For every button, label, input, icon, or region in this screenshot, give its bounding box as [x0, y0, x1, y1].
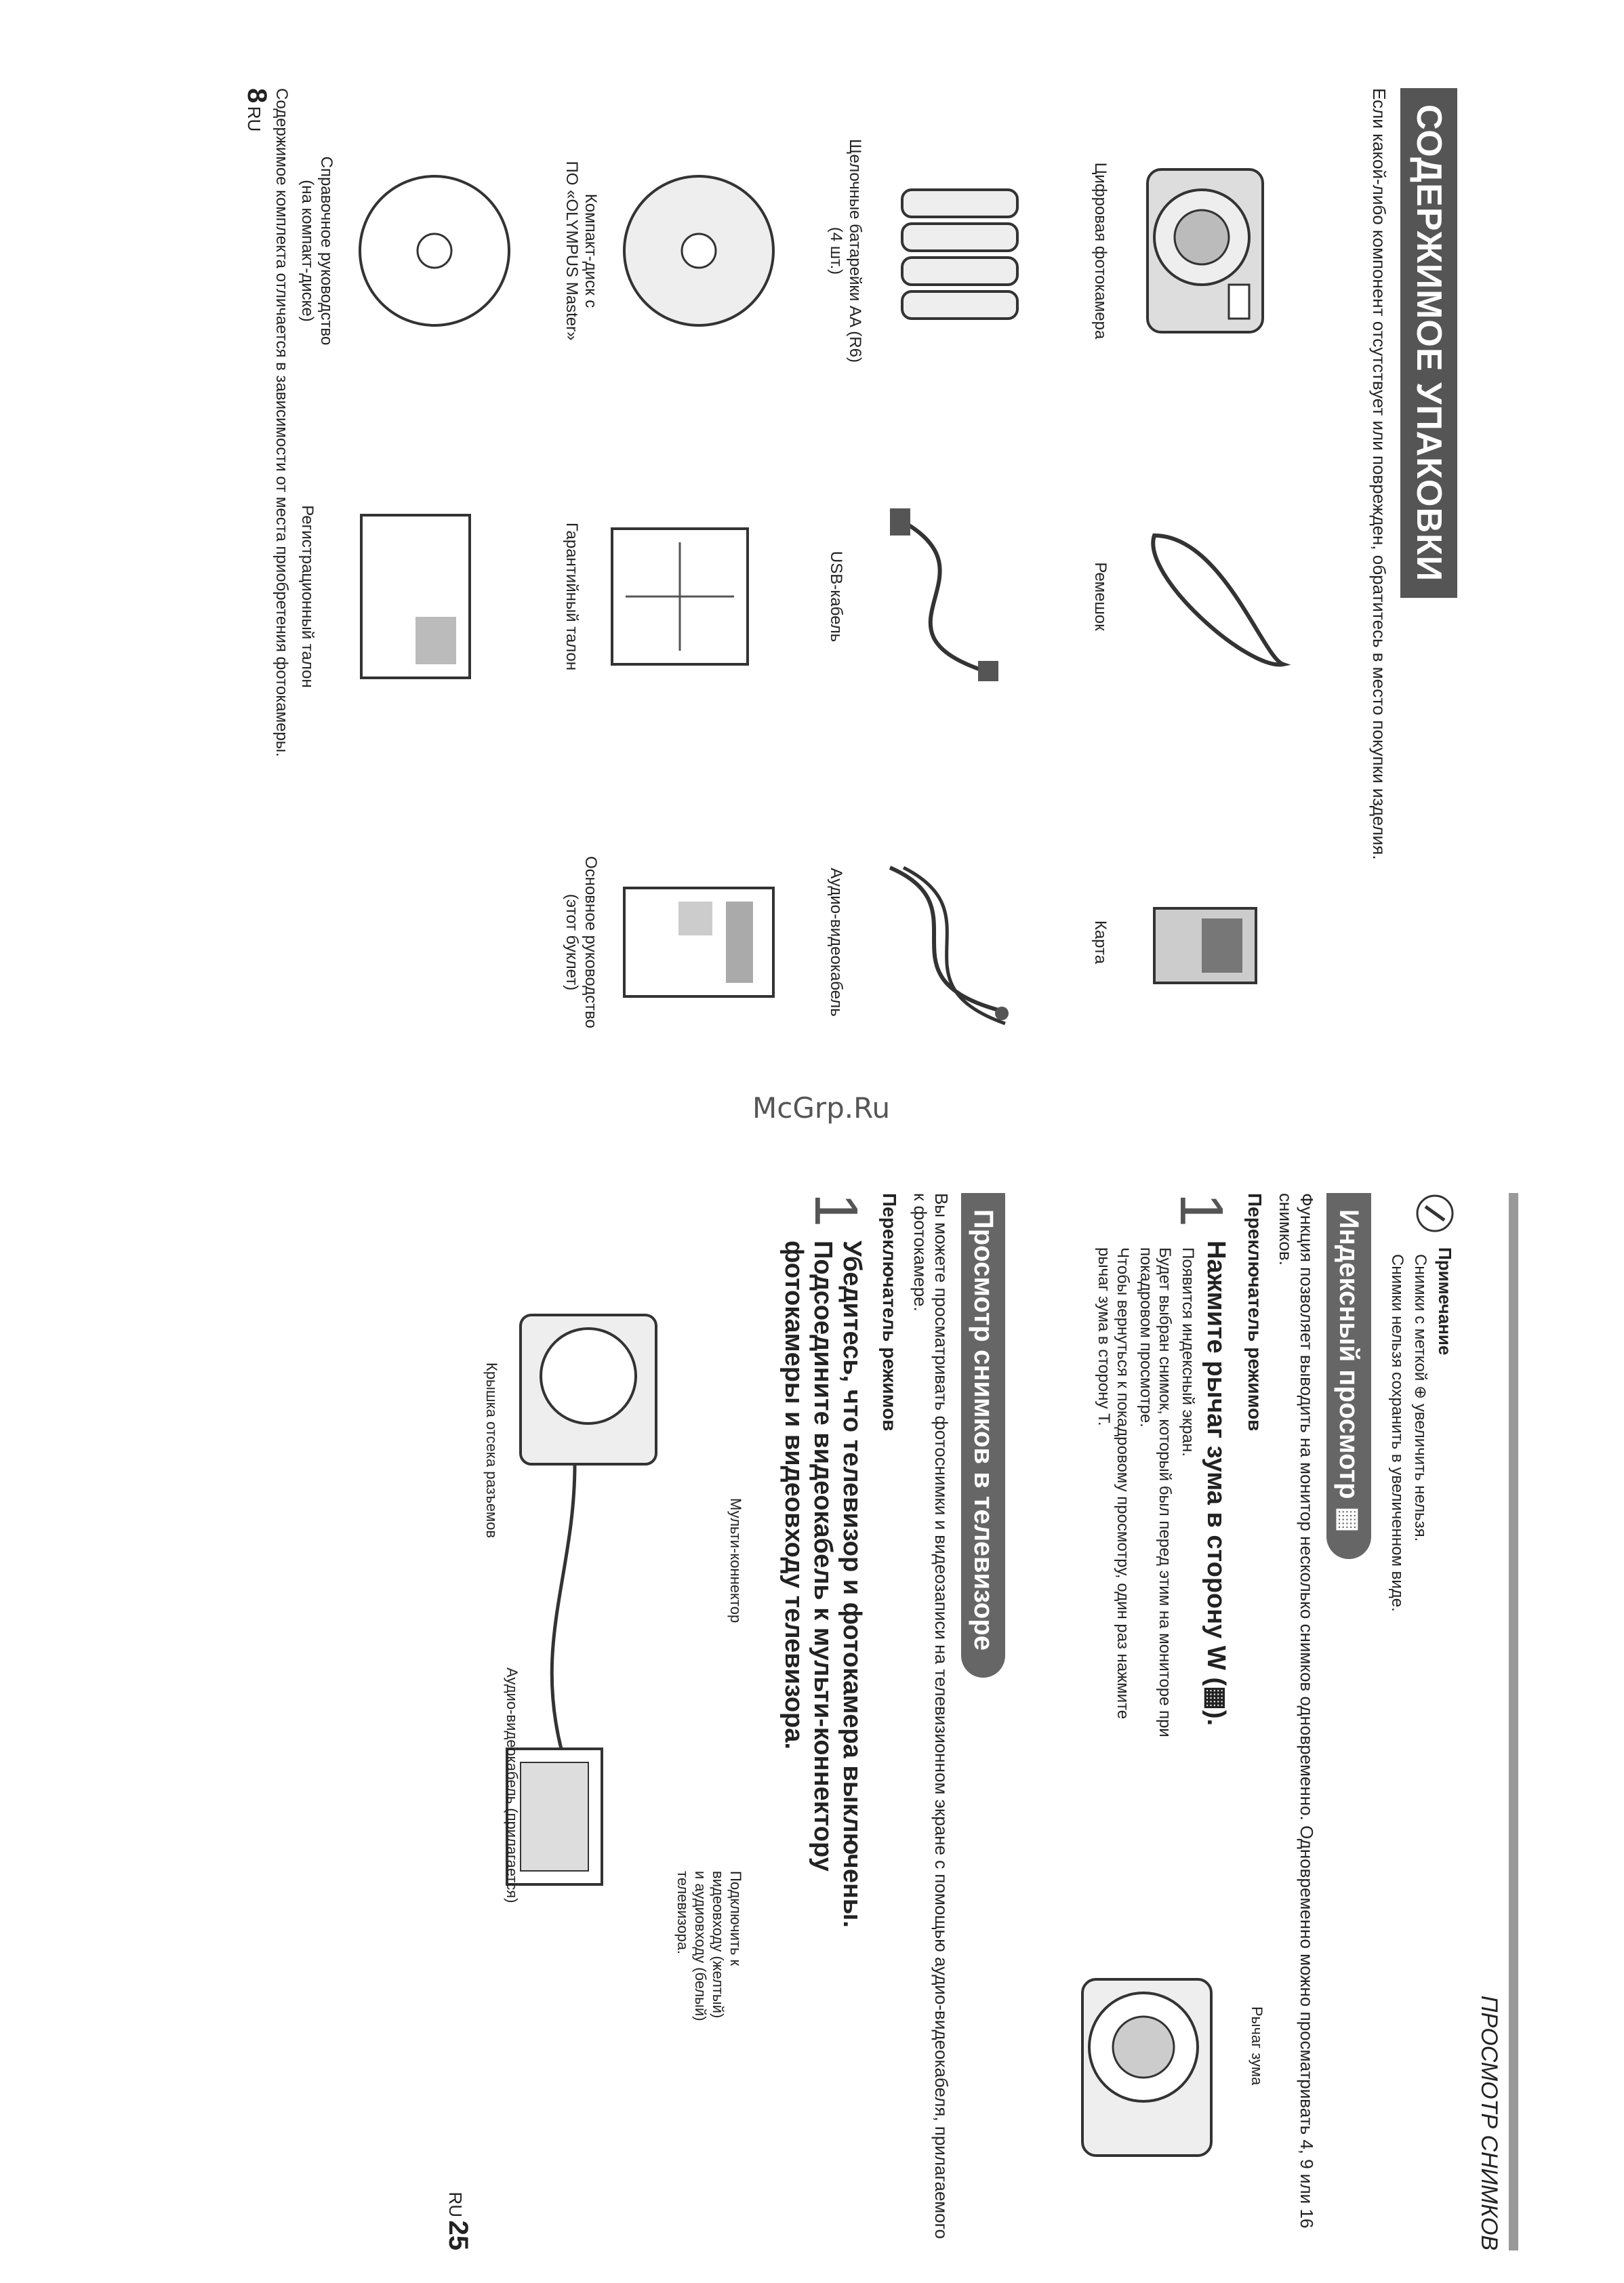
- cd-icon: [623, 175, 775, 327]
- page-number: 25: [443, 2220, 473, 2251]
- page-title: СОДЕРЖИМОЕ УПАКОВКИ: [1400, 88, 1457, 599]
- callout-av-cable: Аудио-видеокабель (прилагается): [504, 1668, 521, 1903]
- item-manual: Основное руководство (этот буклет): [562, 780, 819, 1105]
- item-av-cable: Аудио-видеокабель: [826, 780, 1084, 1105]
- item-label: Карта: [1091, 920, 1110, 965]
- step-bullet: Будет выбран снимок, который был перед э…: [1137, 1247, 1174, 1737]
- av-cable-icon: [889, 866, 1009, 1026]
- card-icon: [1153, 907, 1257, 984]
- step-index-view: Переключатель режимов 1 Нажмите рычаг зу…: [1021, 1193, 1265, 2250]
- step-title: Убедитесь, что телевизор и фотокамера вы…: [779, 1240, 866, 1928]
- footer-note: Содержимое комплекта отличается в зависи…: [272, 88, 291, 757]
- item-label: Справочное руководство (на компакт-диске…: [298, 156, 336, 346]
- section-tv-view-text: Вы можете просматривать фотоснимки и вид…: [910, 1193, 952, 2240]
- tv-connection-diagram: [506, 1314, 657, 1886]
- item-label: Регистрационный талон: [298, 505, 317, 688]
- mode-selector-label: Переключатель режимов: [1244, 1193, 1265, 1432]
- step-bullet: Чтобы вернуться к покадровому просмотру,…: [1095, 1247, 1132, 1720]
- item-usb-cable: USB-кабель: [826, 434, 1084, 759]
- item-label: Аудио-видеокабель: [827, 868, 845, 1017]
- page-number: 8: [242, 88, 272, 104]
- intro-text: Если какой-либо компонент отсутствует ил…: [1369, 88, 1389, 860]
- cd-icon: [359, 175, 510, 327]
- warranty-icon: [611, 527, 749, 666]
- manual-icon: [623, 887, 775, 998]
- step-bullet: Появится индексный экран.: [1179, 1247, 1197, 1457]
- usb-cable-icon: [890, 508, 998, 681]
- item-cd-software: Компакт-диск с ПО «OLYMPUS Master»: [562, 88, 819, 413]
- camera-icon: [1081, 1978, 1213, 2157]
- section-index-view-title: Индексный просмотр ▦: [1326, 1193, 1371, 1560]
- page-lang: RU: [244, 106, 264, 132]
- zoom-lever-label: Рычаг зума: [1249, 2006, 1265, 2086]
- item-label: Гарантийный талон: [563, 522, 581, 671]
- item-label: Компакт-диск с ПО «OLYMPUS Master»: [563, 161, 600, 341]
- step-number: 1: [802, 1193, 870, 1228]
- callout-multi-connector: Мульти-коннектор: [727, 1498, 744, 1623]
- step-1: 1 Убедитесь, что телевизор и фотокамера …: [779, 1193, 870, 2250]
- item-label: Щелочные батарейки AA (R6) (4 шт.): [827, 139, 864, 363]
- item-label: Цифровая фотокамера: [1091, 162, 1110, 340]
- note-box: Примечание Снимки с меткой ⊕ увеличить н…: [1387, 1193, 1455, 2250]
- callout-connect: Подключить к видеовходу (желтый) и аудио…: [674, 1871, 744, 2021]
- callout-connector-cover: Крышка отсека разъемов: [483, 1362, 500, 1539]
- step-number: 1: [1167, 1193, 1235, 1228]
- page-8: СОДЕРЖИМОЕ УПАКОВКИ Если какой-либо комп…: [102, 88, 1457, 1105]
- item-label: USB-кабель: [827, 550, 845, 643]
- step-title: Нажмите рычаг зума в сторону W (▦).: [1202, 1240, 1230, 1726]
- watermark: McGrp.Ru: [752, 1091, 891, 1125]
- item-label: Ремешок: [1091, 562, 1110, 631]
- section-tv-view-title: Просмотр снимков в телевизоре: [961, 1193, 1005, 1678]
- camera-icon: [1146, 168, 1264, 334]
- section-index-view-text: Функция позволяет выводить на монитор не…: [1276, 1193, 1317, 2229]
- page-25: ПРОСМОТР СНИМКОВ Примечание Снимки с мет…: [95, 1193, 1518, 2250]
- item-cd-reference: Справочное руководство (на компакт-диске…: [298, 88, 555, 413]
- page-lang: RU: [445, 2191, 466, 2218]
- registration-icon: [360, 514, 471, 679]
- note-item: Снимки нельзя сохранить в увеличенном ви…: [1388, 1254, 1406, 1612]
- section-header: ПРОСМОТР СНИМКОВ: [1476, 1193, 1518, 2250]
- item-registration: Регистрационный талон: [298, 434, 555, 759]
- step-tv-view: Переключатель режимов 1 Убедитесь, что т…: [480, 1193, 900, 2250]
- battery-icon: [901, 188, 1019, 320]
- contents-grid: Цифровая фотокамера Ремешок Карта Щелочн…: [298, 88, 1348, 1105]
- item-card: Карта: [1091, 780, 1348, 1105]
- item-label: Основное руководство (этот буклет): [563, 856, 600, 1028]
- item-strap: Ремешок: [1091, 434, 1348, 759]
- note-item: Снимки с меткой ⊕ увеличить нельзя.: [1411, 1254, 1429, 1542]
- item-camera: Цифровая фотокамера: [1091, 88, 1348, 413]
- note-icon: [1416, 1194, 1454, 1232]
- strap-icon: [1151, 533, 1291, 667]
- mode-selector-label: Переключатель режимов: [879, 1193, 900, 1432]
- note-title: Примечание: [1435, 1247, 1455, 1356]
- item-warranty: Гарантийный талон: [562, 434, 819, 759]
- item-batteries: Щелочные батарейки AA (R6) (4 шт.): [826, 88, 1084, 413]
